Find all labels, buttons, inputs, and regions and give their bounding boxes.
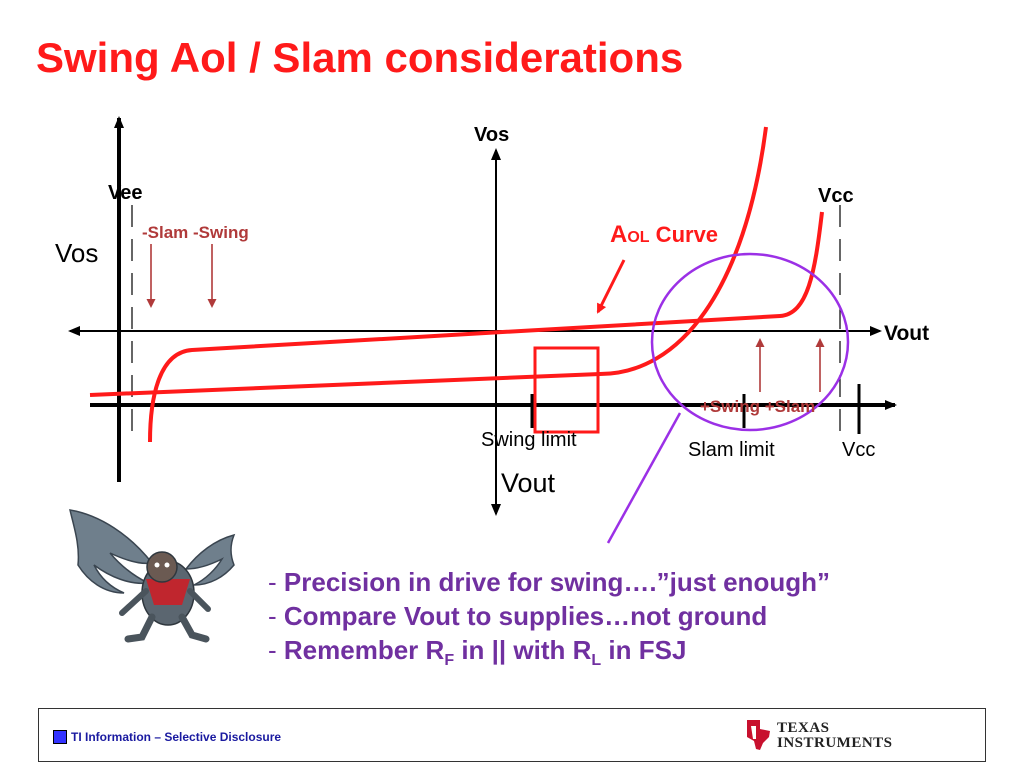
ti-state-logo-icon — [747, 720, 770, 750]
lower-x-axis-label: Vout — [501, 468, 556, 498]
aol-curve-centered — [148, 211, 824, 443]
neg-markers-label: -Slam -Swing — [142, 223, 249, 242]
footer-square-icon — [53, 730, 67, 744]
left-y-axis-label: Vos — [55, 238, 98, 268]
bullet-sub-f: F — [444, 652, 455, 670]
bullet-text-mid: in || with R — [454, 635, 592, 665]
bullet-sub-l: L — [591, 652, 602, 670]
bullet-text-pre: Remember R — [283, 635, 445, 665]
bullet-item: - Precision in drive for swing….”just en… — [268, 565, 830, 599]
swing-limit-label: Swing limit — [481, 429, 577, 451]
aol-curve-label: AOL Curve — [610, 221, 718, 248]
aol-label-main: A — [610, 221, 627, 248]
aol-label-rest: Curve — [650, 222, 718, 247]
aol-curve-shifted — [89, 126, 768, 397]
bullet-text: Precision in drive for swing….”just enou… — [283, 567, 830, 597]
pos-markers-label: +Swing +Slam — [700, 397, 815, 416]
aol-label-sub: OL — [627, 229, 649, 246]
swing-limit-box — [533, 346, 600, 434]
footer-text: TI Information – Selective Disclosure — [71, 730, 282, 744]
slam-limit-label: Slam limit — [688, 439, 775, 461]
vcc-top-label: Vcc — [818, 185, 854, 207]
aol-pointer-arrow — [596, 259, 626, 314]
highlight-circle — [650, 252, 850, 432]
flying-monkey-icon — [69, 509, 236, 643]
bullet-text-post: in FSJ — [601, 635, 687, 665]
vcc-bottom-label: Vcc — [842, 439, 875, 461]
amplifier-diagram: Vos Vos Vout Vout Vee Vcc Vcc -Slam -Swi… — [55, 116, 929, 643]
slide-title: Swing Aol / Slam considerations — [36, 34, 684, 81]
bullet-dash: - — [268, 601, 277, 631]
ti-logo-text-texas: TEXAS — [777, 720, 830, 736]
bullet-list: - Precision in drive for swing….”just en… — [268, 565, 830, 678]
bullet-dash: - — [268, 567, 277, 597]
ti-logo-text-instruments: INSTRUMENTS — [777, 735, 893, 751]
highlight-pointer-line — [606, 412, 682, 544]
upper-x-axis-label: Vout — [884, 322, 929, 345]
upper-y-axis-label: Vos — [474, 124, 509, 146]
bullet-dash: - — [268, 635, 277, 665]
vee-label: Vee — [108, 182, 142, 204]
ti-logo: TEXAS INSTRUMENTS — [743, 717, 892, 755]
bullet-item: - Compare Vout to supplies…not ground — [268, 599, 830, 633]
bullet-text: Compare Vout to supplies…not ground — [283, 601, 768, 631]
bullet-item: - Remember RF in || with RL in FSJ — [268, 633, 830, 678]
footer-bar: TI Information – Selective Disclosure TE… — [38, 708, 986, 762]
